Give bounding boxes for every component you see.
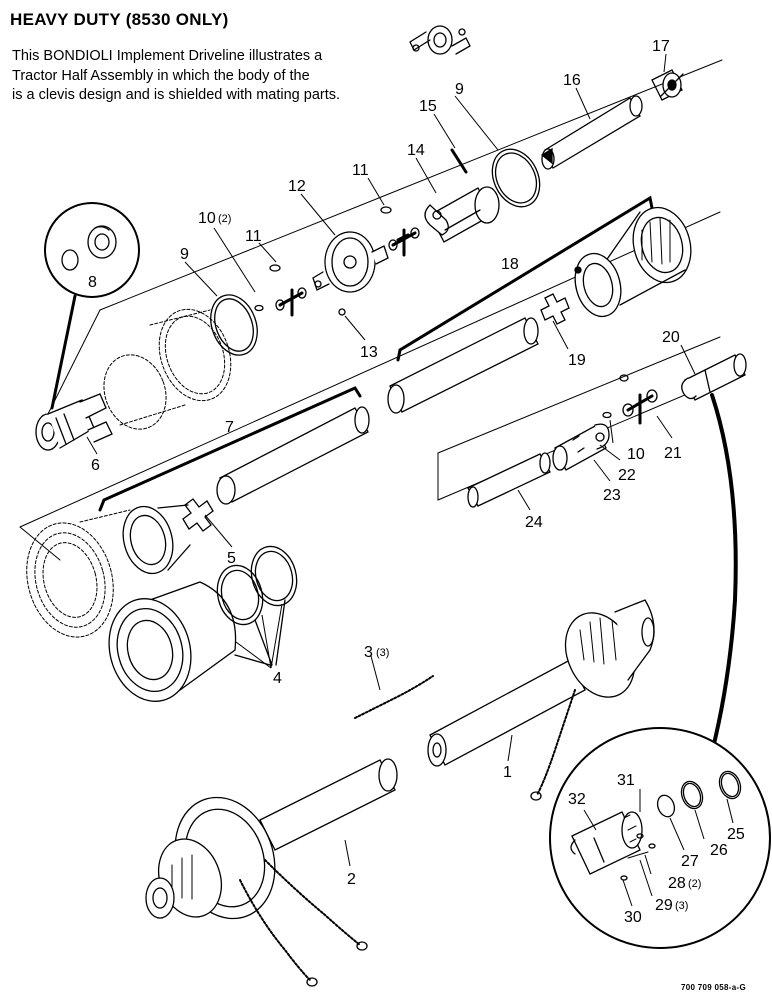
callout-30: 30 — [624, 909, 642, 926]
cross-bearing-11-top — [380, 206, 420, 257]
callout-10-lower-qty: (2) — [218, 213, 231, 225]
callout-12: 12 — [288, 178, 306, 195]
callout-7: 7 — [225, 419, 234, 436]
bearing-ring-19 — [540, 293, 570, 325]
shield-cone-4 — [108, 545, 298, 702]
spring-pin-15 — [450, 148, 468, 174]
callout-29-qty: (3) — [675, 900, 688, 912]
figure-code: 700 709 058-a-G — [681, 983, 746, 992]
top-universal-joint — [409, 25, 471, 55]
bracket-7 — [98, 386, 362, 512]
callout-27: 27 — [681, 853, 699, 870]
tractor-yoke-6 — [35, 393, 113, 451]
diagram-description: This BONDIOLI Implement Driveline illust… — [12, 47, 412, 106]
inner-tube-18 — [387, 317, 539, 414]
safety-chain-3 — [354, 675, 434, 719]
collar-17 — [651, 69, 684, 101]
implement-half-assembly-1 — [427, 599, 655, 801]
description-line-1: This BONDIOLI Implement Driveline illust… — [12, 48, 323, 64]
cross-bearing-21 — [602, 374, 658, 425]
shield-housing-dashed — [26, 509, 131, 638]
inset-8 — [44, 202, 140, 410]
description-line-2: Tractor Half Assembly in which the body … — [12, 67, 310, 84]
implement-yoke-20 — [681, 353, 747, 401]
callout-31: 31 — [617, 772, 635, 789]
inner-yoke-23 — [552, 423, 610, 471]
diagram-title: HEAVY DUTY (8530 ONLY) — [10, 10, 229, 29]
callout-4: 4 — [273, 670, 282, 687]
callout-19: 19 — [568, 352, 586, 369]
short-tube-24 — [467, 452, 551, 508]
callout-16: 16 — [563, 72, 581, 89]
shield-cone-right — [574, 206, 692, 318]
callout-15: 15 — [419, 98, 437, 115]
callout-3: 3 — [364, 644, 373, 661]
callout-23: 23 — [603, 487, 621, 504]
callout-28-qty: (2) — [688, 878, 701, 890]
bracket-18 — [396, 195, 654, 362]
callout-25: 25 — [727, 826, 745, 843]
inset-yoke-detail — [549, 727, 771, 949]
description-line-3: is a clevis design and is shielded with … — [12, 87, 341, 103]
callout-32: 32 — [568, 791, 586, 808]
shield-cone-dashed — [103, 308, 232, 430]
callout-11-upper: 11 — [352, 162, 369, 179]
outer-tube-16 — [540, 95, 643, 170]
callout-17: 17 — [652, 38, 670, 55]
inner-yoke-14 — [424, 186, 500, 243]
callout-29: 29 — [655, 897, 673, 914]
callout-9-lower: 9 — [180, 246, 189, 263]
clutch-yoke-12 — [312, 231, 389, 293]
callout-20: 20 — [662, 329, 680, 346]
callout-6: 6 — [91, 457, 100, 474]
bearing-ring-5 — [182, 498, 214, 532]
callout-21: 21 — [664, 445, 682, 462]
bolt-13 — [338, 308, 346, 316]
callout-9-upper: 9 — [455, 81, 464, 98]
callout-10-right: 10 — [627, 446, 645, 463]
callout-8: 8 — [88, 274, 97, 291]
tractor-half-assembly-2 — [145, 758, 398, 987]
callout-3-qty: (3) — [376, 647, 389, 659]
callout-1: 1 — [503, 764, 512, 781]
leader-line-inset — [710, 393, 738, 754]
callout-13: 13 — [360, 344, 378, 361]
callout-18: 18 — [501, 256, 519, 273]
grease-fitting-10 — [254, 304, 264, 312]
callout-24: 24 — [525, 514, 543, 531]
retaining-ring-9-lower — [210, 294, 258, 356]
callout-22: 22 — [618, 467, 636, 484]
callout-14: 14 — [407, 142, 425, 159]
callout-11-lower: 11 — [245, 228, 262, 245]
callout-10-lower: 10 — [198, 210, 216, 227]
inner-tube-7 — [216, 406, 370, 505]
callout-5: 5 — [227, 550, 236, 567]
callout-2: 2 — [347, 871, 356, 888]
callout-26: 26 — [710, 842, 728, 859]
cross-bearing-11-lower — [269, 264, 307, 317]
callout-28: 28 — [668, 875, 686, 892]
shield-cone-left — [122, 504, 191, 575]
retaining-ring-9-top — [491, 148, 541, 208]
